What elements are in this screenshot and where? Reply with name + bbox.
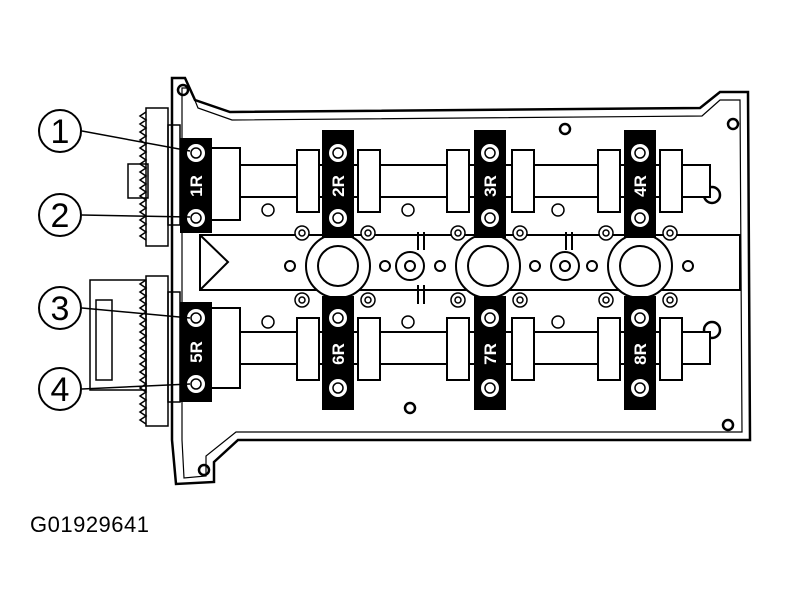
bolt-1-icon (185, 142, 207, 164)
bearing-cap-1r: 1R (180, 138, 212, 233)
bearing-cap-5r: 5R (180, 302, 212, 402)
bearing-cap-6r: 6R (322, 296, 354, 410)
callout-number-3: 3 (51, 290, 70, 328)
figure-id: G01929641 (30, 512, 150, 537)
front-thrust-blocks (209, 147, 241, 389)
callout-1: 1 (38, 109, 191, 153)
spark-plug-bores (199, 232, 741, 304)
bolt-2-icon (185, 207, 207, 229)
callout-3: 3 (38, 286, 191, 330)
cap-label-3r: 3R (481, 175, 500, 197)
cap-label-6r: 6R (329, 343, 348, 365)
callout-number-1: 1 (51, 113, 70, 151)
cap-label-8r: 8R (631, 343, 650, 365)
cap-label-5r: 5R (187, 341, 206, 363)
cap-label-7r: 7R (481, 343, 500, 365)
bearing-cap-4r: 4R (624, 130, 656, 238)
bearing-cap-3r: 3R (474, 130, 506, 238)
cylinder-head-outline (170, 76, 752, 486)
rocker-bolts (261, 203, 678, 329)
bearing-cap-2r: 2R (322, 130, 354, 238)
cap-label-1r: 1R (187, 175, 206, 197)
bearing-cap-7r: 7R (474, 296, 506, 410)
callout-number-2: 2 (51, 197, 70, 235)
cap-label-4r: 4R (631, 175, 650, 197)
timing-sprocket-lower (89, 275, 181, 427)
timing-sprocket-upper (127, 107, 181, 247)
cap-label-2r: 2R (329, 175, 348, 197)
callout-4: 4 (38, 367, 191, 411)
callout-number-4: 4 (51, 371, 70, 409)
callout-2: 2 (38, 193, 191, 237)
bearing-cap-8r: 8R (624, 296, 656, 410)
